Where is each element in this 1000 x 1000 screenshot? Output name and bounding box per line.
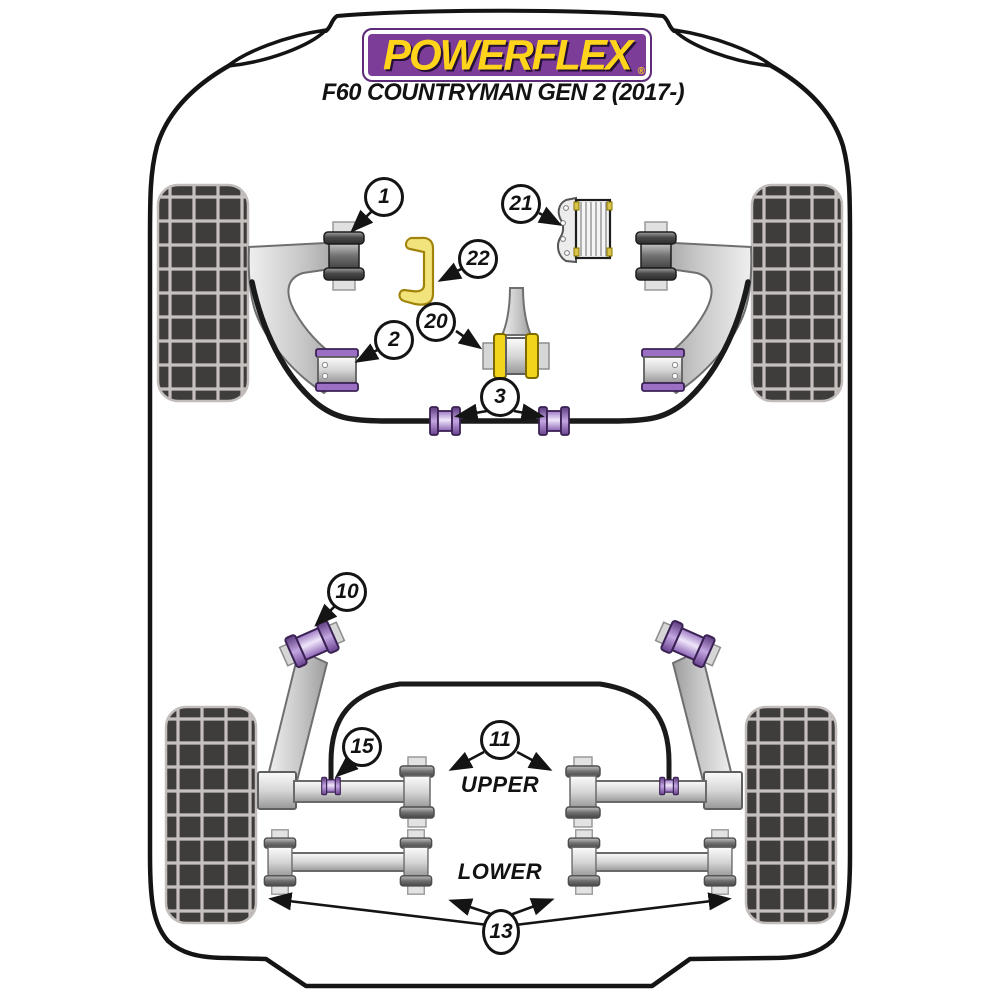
tire-front-left (156, 183, 250, 403)
model-subtitle: F60 COUNTRYMAN GEN 2 (2017-) (321, 79, 685, 106)
registered-mark: ® (637, 66, 645, 77)
brand-text: POWERFLEX (382, 30, 633, 79)
front-corner-left (247, 221, 365, 394)
callout-11: 11 (480, 720, 520, 760)
car-body-outline (147, 61, 853, 989)
arrow-part-21 (537, 206, 563, 226)
brand-logo: POWERFLEX ® (362, 28, 652, 82)
rear-corner-right (566, 617, 742, 827)
rear-anti-roll-bar (328, 681, 672, 783)
callout-21: 21 (501, 184, 541, 224)
rear-lower-arm-left (264, 830, 431, 894)
arrow-part-11-right (516, 750, 553, 771)
arrow-part-13-c (509, 898, 555, 917)
arrow-part-10 (314, 603, 338, 627)
callout-10: 10 (327, 572, 367, 612)
callout-1: 1 (364, 177, 404, 217)
callout-15: 15 (342, 727, 382, 767)
part-3-arb-bush-right (538, 406, 570, 436)
arrow-part-13-b (448, 898, 495, 917)
part-22-bracket (398, 236, 435, 306)
label-lower: LOWER (457, 859, 543, 884)
door-mirror-left (226, 28, 328, 68)
rear-corner-left (258, 617, 434, 827)
arrow-part-3-right (513, 403, 545, 422)
tire-rear-left (164, 705, 258, 925)
callout-22: 22 (458, 239, 498, 279)
part-3-arb-bush-left (429, 406, 461, 436)
front-corner-right (635, 221, 753, 394)
tire-front-right (750, 183, 844, 403)
part-21-engine-mount-insert (557, 196, 613, 264)
car-outline (147, 8, 853, 989)
label-upper: UPPER (460, 772, 540, 797)
callout-13: 13 (482, 909, 520, 955)
arrow-part-13-a (268, 892, 489, 927)
arrow-part-2 (354, 343, 380, 363)
arrow-part-3-left (454, 403, 488, 422)
tire-rear-right (744, 705, 838, 925)
callout-2: 2 (374, 320, 414, 360)
front-anti-roll-bar (249, 279, 751, 424)
part-20-lower-engine-mount (482, 287, 550, 379)
callout-3: 3 (480, 377, 520, 417)
arrow-part-20 (455, 328, 483, 350)
windshield-top-line (324, 8, 676, 33)
arrow-part-15 (335, 755, 359, 778)
arrow-part-13-d (514, 892, 732, 927)
callout-20: 20 (416, 302, 456, 342)
arrow-part-1 (350, 209, 374, 233)
rear-lower-arm-right (568, 830, 735, 894)
arrow-part-22 (437, 262, 463, 282)
arrow-part-11-left (448, 750, 485, 771)
door-mirror-right (672, 28, 774, 68)
